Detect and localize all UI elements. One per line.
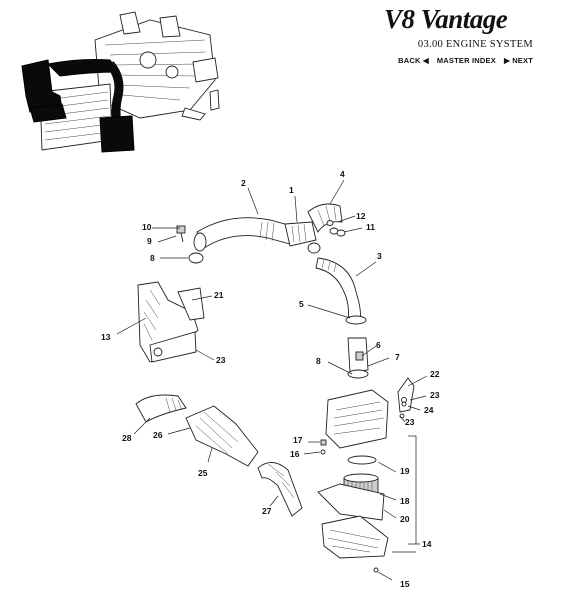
highlighted-intake-system [21,59,135,153]
callout-11: 11 [366,222,375,232]
back-link[interactable]: BACK ◀ [398,56,429,65]
callout-15: 15 [400,579,410,589]
callout-24: 24 [424,405,434,415]
part-1-junction[interactable] [284,221,317,247]
navigation-bar: BACK ◀ MASTER INDEX ▶ NEXT [398,56,533,65]
callout-22: 22 [430,369,440,379]
leader-lines [116,179,428,581]
callout-10: 10 [142,222,152,232]
master-index-link[interactable]: MASTER INDEX [436,56,496,65]
part-20-plate[interactable] [317,483,385,521]
part-2-intake-tube[interactable] [193,217,293,252]
part-4-elbow[interactable] [307,203,343,233]
part-6-coupling[interactable] [347,337,369,379]
callout-5: 5 [299,299,304,309]
callout-16: 16 [290,449,300,459]
callout-6: 6 [376,340,381,350]
part-5-clamp[interactable] [345,315,367,325]
brand-title: V8 Vantage [384,4,508,34]
callout-14: 14 [422,539,432,549]
callout-9: 9 [147,236,152,246]
callout-18: 18 [400,496,410,506]
part-27-lower-duct[interactable] [257,462,303,517]
callout-labels: 1 2 3 4 5 6 7 8 8 9 10 11 12 13 14 15 16… [101,169,440,589]
section-title: 03.00 ENGINE SYSTEM [417,39,533,50]
engine-block-sketch [94,11,220,121]
callout-17: 17 [293,435,303,445]
callout-8-upper: 8 [150,253,155,263]
callout-20: 20 [400,514,410,524]
callout-12: 12 [356,211,366,221]
part-28-scoop[interactable] [135,394,187,423]
callout-28: 28 [122,433,132,443]
part-13-intake-duct[interactable] [137,281,205,363]
part-9-10-sensor[interactable] [176,225,186,243]
callout-23-left: 23 [216,355,226,365]
callout-2: 2 [241,178,246,188]
callout-4: 4 [340,169,345,179]
part-14-airbox-lid[interactable] [325,389,389,449]
part-3-bent-pipe[interactable] [307,242,361,323]
part-11-12-fittings[interactable] [326,220,346,237]
next-link[interactable]: ▶ NEXT [503,56,533,65]
callout-13: 13 [101,332,111,342]
callout-26: 26 [153,430,163,440]
callout-23-right-lower: 23 [405,417,415,427]
callout-27: 27 [262,506,272,516]
callout-7: 7 [395,352,400,362]
part-8-hose-clamp-upper[interactable] [188,252,204,264]
callout-21: 21 [214,290,224,300]
callout-3: 3 [377,251,382,261]
callout-1: 1 [289,185,294,195]
callout-8-lower: 8 [316,356,321,366]
part-19-seal[interactable] [347,455,377,465]
engine-overview-thumbnail[interactable] [21,11,220,153]
part-25-duct[interactable] [185,405,259,467]
callout-25: 25 [198,468,208,478]
callout-23-right-upper: 23 [430,390,440,400]
callout-19: 19 [400,466,410,476]
part-14-airbox-base[interactable] [321,515,389,559]
